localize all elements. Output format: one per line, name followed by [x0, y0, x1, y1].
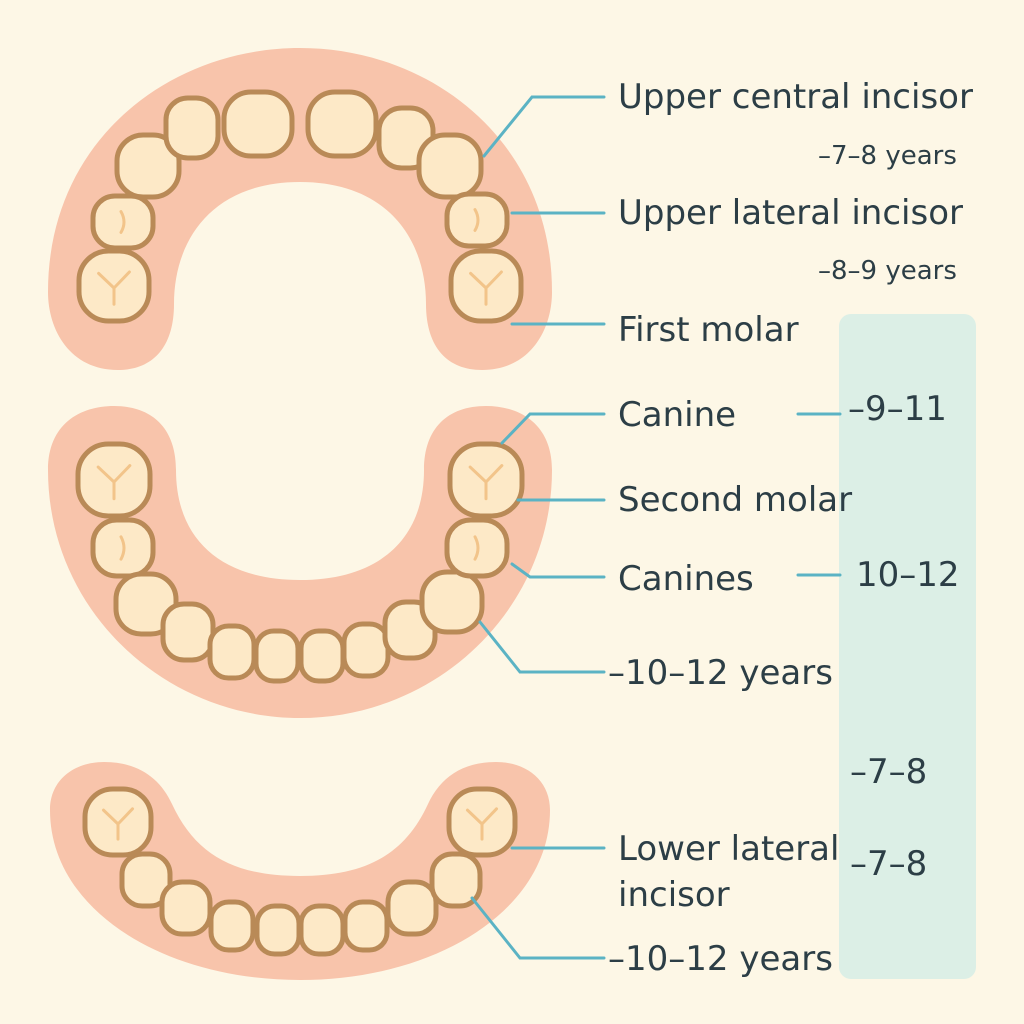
lower-tooth-10-crease [465, 807, 499, 841]
upper-tooth-9-crease [473, 208, 480, 232]
leader-bottom-arch [470, 896, 606, 960]
upper-tooth-8 [416, 132, 484, 200]
leader-canine [500, 412, 606, 445]
label-upper-lateral-incisor: Upper lateral incisor [618, 193, 963, 233]
upper-tooth-4 [163, 95, 221, 161]
leader-upper-central-incisor [482, 95, 606, 158]
upper-tooth-1-crease [97, 270, 131, 306]
middle-tooth-12-crease [468, 464, 504, 501]
lower-tooth-7 [342, 899, 390, 953]
middle-tooth-2-crease [119, 535, 126, 561]
lower-tooth-9 [429, 851, 483, 909]
label-first-molar: First molar [618, 310, 799, 350]
lower-tooth-8 [385, 879, 439, 937]
upper-tooth-5 [221, 89, 295, 159]
lower-tooth-4 [208, 899, 256, 953]
label-canines: Canines [618, 559, 754, 599]
label-second-molar: Second molar [618, 480, 853, 520]
lower-tooth-2 [119, 851, 173, 909]
middle-tooth-1-crease [96, 464, 132, 501]
age-upper-lateral-incisor: –8–9 years [818, 256, 957, 286]
upper-tooth-10-crease [469, 270, 503, 306]
lower-tooth-5 [254, 903, 302, 957]
middle-tooth-10 [419, 569, 485, 635]
age-bar-upper: –7–8 [850, 752, 928, 792]
age-bottom-arch: –10–12 years [608, 939, 833, 979]
age-middle-arch: –10–12 years [608, 653, 833, 693]
label-lower-lateral-line1: Lower lateral [618, 829, 840, 869]
upper-tooth-3 [114, 132, 182, 200]
middle-tooth-6 [253, 628, 301, 684]
lower-tooth-3 [159, 879, 213, 937]
label-canine: Canine [618, 395, 737, 435]
middle-tooth-11-crease [473, 535, 480, 561]
middle-tooth-7 [298, 628, 346, 684]
age-lower-lateral-incisor: –7–8 [850, 844, 928, 884]
label-lower-lateral-line2: incisor [618, 875, 730, 915]
middle-tooth-5 [207, 623, 257, 681]
leader-canines [510, 562, 606, 579]
upper-tooth-2-crease [119, 210, 126, 234]
age-canine: –9–11 [848, 389, 947, 429]
age-canines: 10–12 [856, 555, 960, 595]
lower-tooth-1-crease [101, 807, 135, 841]
lower-tooth-6 [298, 903, 346, 957]
leader-middle-arch [478, 620, 606, 674]
upper-tooth-6 [305, 89, 379, 159]
middle-tooth-8 [341, 621, 391, 679]
age-upper-central-incisor: –7–8 years [818, 141, 957, 171]
age-timeline-bar [839, 314, 976, 979]
label-upper-central-incisor: Upper central incisor [618, 77, 973, 117]
middle-tooth-4 [160, 601, 216, 663]
